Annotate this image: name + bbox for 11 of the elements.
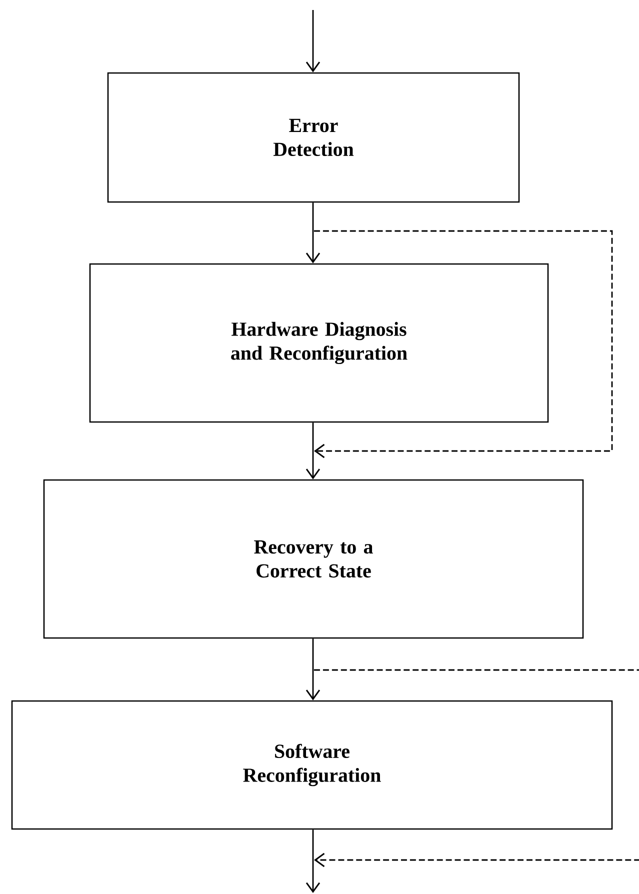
process-box: Software Reconfiguration xyxy=(11,700,613,830)
arrow xyxy=(306,10,320,72)
process-box: Recovery to a Correct State xyxy=(43,479,584,639)
arrow xyxy=(306,638,320,700)
process-box: Hardware Diagnosis and Reconfiguration xyxy=(89,263,549,423)
arrow xyxy=(306,830,320,893)
arrow xyxy=(306,202,320,264)
bypass-arrow xyxy=(314,230,613,458)
process-box: Error Detection xyxy=(107,72,520,203)
bypass-arrow xyxy=(314,669,639,868)
arrow xyxy=(306,422,320,480)
